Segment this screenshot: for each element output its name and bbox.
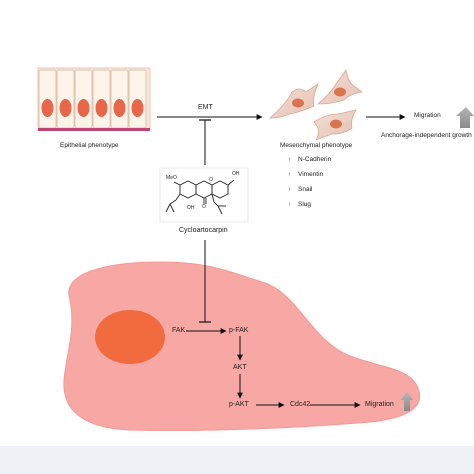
mesenchymal-cell <box>313 109 357 141</box>
oh-bottom-label: OH <box>187 205 195 211</box>
epithelial-cells <box>37 67 151 131</box>
pakt-label: p-AKT <box>229 401 249 408</box>
marker-item: Vimentin <box>298 171 324 178</box>
migration-label-bottom: Migration <box>365 401 394 408</box>
increase-arrow-icon <box>456 107 474 128</box>
increase-arrow-icon <box>401 392 413 411</box>
nucleus <box>95 310 165 364</box>
up-arrow-icon: ↑ <box>288 171 292 178</box>
epithelial-cell <box>128 69 147 129</box>
ring-o-label: O <box>209 177 213 183</box>
mesenchymal-cell <box>316 68 363 105</box>
compound-name: Cycloartocarpin <box>179 227 228 234</box>
mesenchymal-cell <box>268 82 319 119</box>
anchorage-label: Anchorage-independent growth <box>381 132 472 139</box>
mesenchymal-cells <box>268 68 363 141</box>
epithelial-phenotype-label: Epithelial phenotype <box>60 142 119 149</box>
bottom-band <box>0 446 474 474</box>
up-arrow-icon: ↑ <box>288 186 292 193</box>
oh-top-label: OH <box>232 171 240 177</box>
mesenchymal-phenotype-label: Mesenchymal phenotype <box>280 142 353 149</box>
epithelial-cell <box>56 69 75 129</box>
marker-item: Snail <box>298 186 313 193</box>
ketone-o-label: O <box>202 204 206 210</box>
marker-item: Slug <box>298 201 312 208</box>
epithelial-cell <box>38 69 57 129</box>
epithelial-cell <box>110 69 129 129</box>
pfak-label: p-FAK <box>229 327 249 334</box>
up-arrow-icon: ↑ <box>288 201 292 208</box>
up-arrow-icon: ↑ <box>288 156 292 163</box>
migration-label-top: Migration <box>414 112 441 119</box>
meo-label: MeO <box>166 175 177 181</box>
marker-item: N-Cadherin <box>298 156 332 163</box>
emt-label: EMT <box>198 104 213 111</box>
cycloartocarpin-structure-icon <box>159 167 249 223</box>
epithelial-cell <box>92 69 111 129</box>
cdc42-label: Cdc42 <box>290 401 311 408</box>
epithelial-cell <box>74 69 93 129</box>
basement-membrane <box>38 128 150 131</box>
akt-label: AKT <box>233 364 247 371</box>
fak-label: FAK <box>172 327 186 334</box>
cancer-cell <box>63 261 421 432</box>
